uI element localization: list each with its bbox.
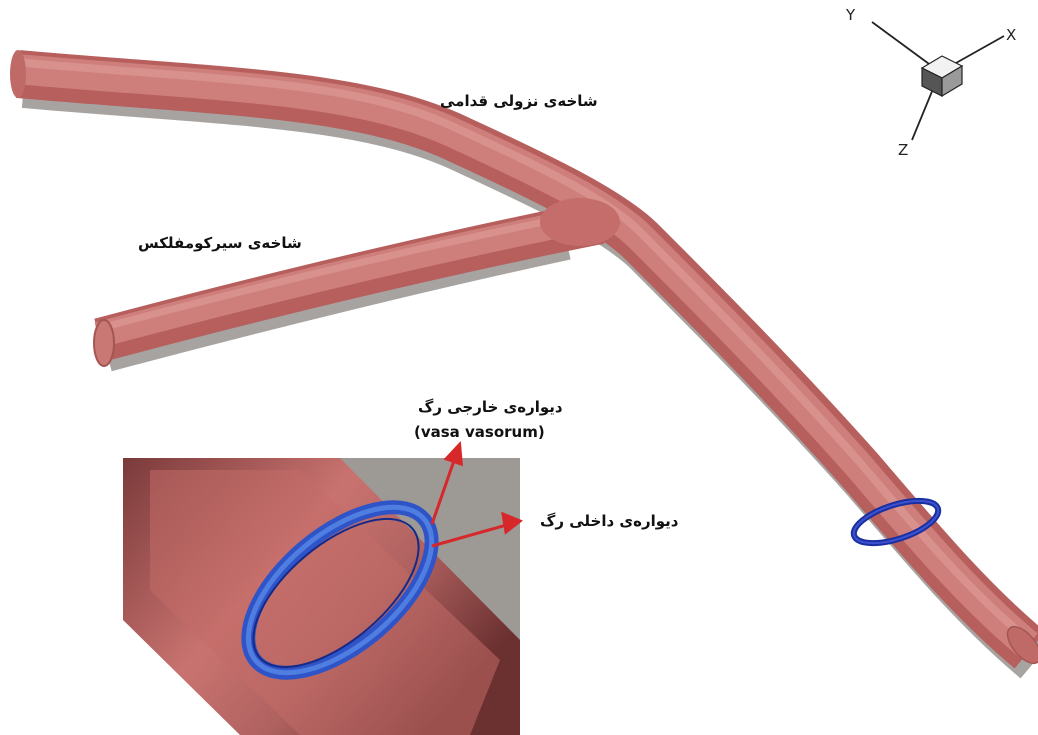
outer-wall-label: دیواره‌ی خارجی رگ — [418, 398, 563, 416]
zoom-inset — [123, 430, 560, 735]
z-axis-label: Z — [898, 141, 908, 159]
circumflex-opening — [94, 320, 114, 366]
x-axis-label: X — [1006, 26, 1016, 44]
bifurcation — [540, 198, 620, 246]
outer-wall-latin-label: (vasa vasorum) — [414, 423, 545, 441]
y-axis-label: Y — [846, 6, 855, 24]
axis-triad — [872, 22, 1004, 140]
inner-wall-label: دیواره‌ی داخلی رگ — [540, 512, 679, 530]
lad-start — [10, 50, 26, 98]
circumflex-branch-label: شاخه‌ی سیرکومفلکس — [138, 234, 302, 252]
lad-branch-label: شاخه‌ی نزولی قدامی — [440, 92, 598, 110]
